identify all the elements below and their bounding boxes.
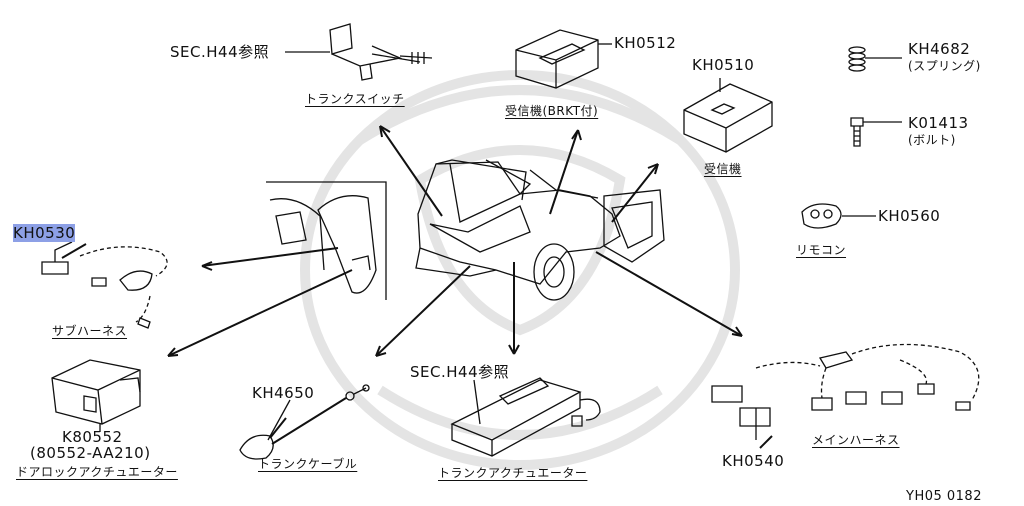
car-body-drawing (415, 159, 665, 301)
spring-label: (スプリング) (908, 59, 981, 73)
sec-h44-top-label: SEC.H44参照 (170, 43, 270, 61)
spring-drawing (848, 46, 902, 72)
receiver-label: 受信機 (704, 162, 742, 176)
sec-h44-bottom-label: SEC.H44参照 (410, 363, 510, 381)
kh0510-label[interactable]: KH0510 (692, 56, 755, 74)
door-interior-drawing (266, 181, 387, 300)
kh0512-label[interactable]: KH0512 (614, 34, 677, 52)
remote-label: リモコン (796, 243, 847, 257)
k01413-label[interactable]: K01413 (908, 114, 969, 132)
door-lock-actuator-label: ドアロックアクチュエーター (16, 465, 178, 479)
trunk-actuator-drawing (450, 377, 601, 457)
receiver-bracket-drawing (515, 29, 612, 89)
main-harness-label: メインハーネス (812, 433, 900, 447)
main-harness-drawing (711, 343, 980, 440)
kh0530-text: KH0530 (13, 224, 76, 242)
trunk-cable-label: トランクケーブル (258, 457, 358, 471)
k80552-label[interactable]: K80552 (62, 428, 123, 446)
k80552-alt-label: (80552-AA210) (30, 444, 151, 462)
kh0560-label[interactable]: KH0560 (878, 207, 941, 225)
kh4682-label[interactable]: KH4682 (908, 40, 971, 58)
diagram-code: YH05 0182 (906, 489, 982, 504)
trunk-actuator-label: トランクアクチュエーター (438, 466, 588, 480)
trunk-switch-label: トランクスイッチ (305, 92, 405, 106)
kh0530-highlight: KH0530 (13, 224, 76, 242)
trunk-switch-drawing (285, 23, 433, 81)
kh0530-label[interactable]: KH0530 (13, 224, 76, 242)
remote-drawing (801, 203, 876, 229)
receiver-bracket-label: 受信機(BRKT付) (505, 104, 599, 118)
trunk-cable-drawing (239, 384, 370, 460)
receiver-drawing (683, 78, 773, 153)
sub-harness-label: サブハーネス (52, 324, 128, 338)
door-lock-actuator-drawing (51, 359, 141, 432)
kh4650-label[interactable]: KH4650 (252, 384, 315, 402)
bolt-drawing (850, 117, 902, 147)
watermark-emblem (300, 70, 740, 470)
arrows (61, 125, 773, 449)
sub-harness-drawing (41, 241, 168, 329)
bolt-label: (ボルト) (908, 133, 956, 147)
kh0540-label[interactable]: KH0540 (722, 452, 785, 470)
